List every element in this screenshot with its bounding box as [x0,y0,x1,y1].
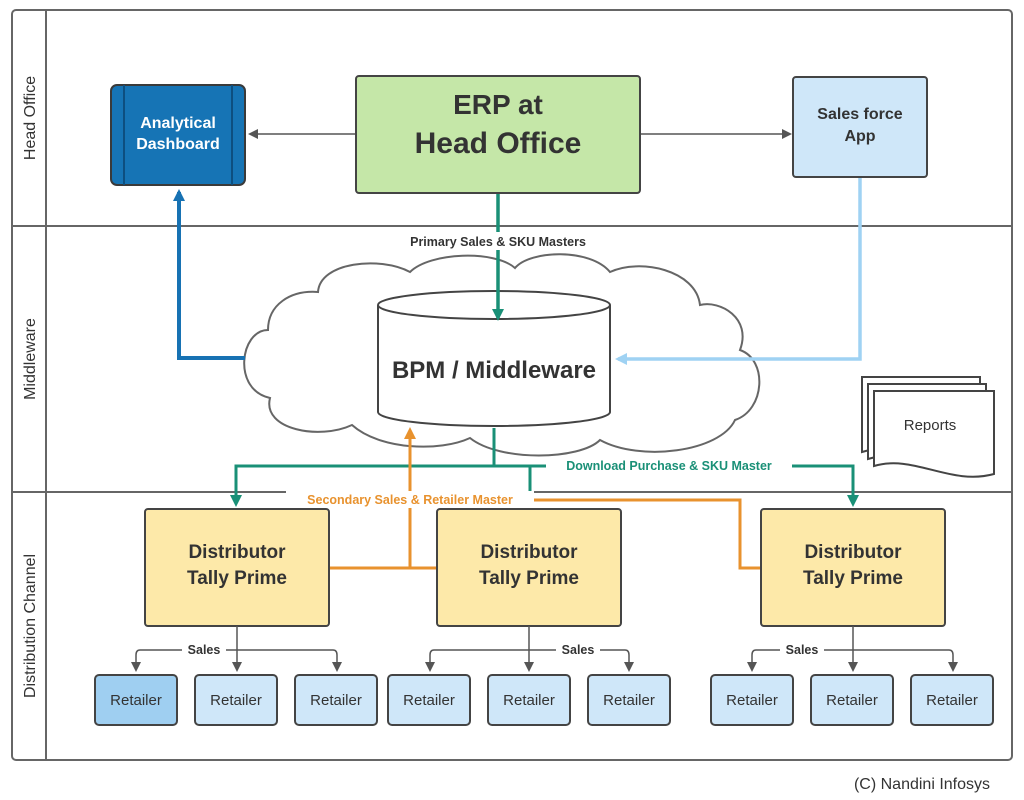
lane-label-middleware: Middleware [22,318,39,400]
retailer-boxes: Retailer Retailer Retailer Retailer Reta… [94,674,994,726]
sales-label-1: Sales [188,643,221,657]
arrows-secondary-sales [329,427,760,570]
arrow-middleware-to-dashboard [173,189,245,360]
distributor-box-1: Distributor Tally Prime [144,508,330,627]
distributor-box-2: Distributor Tally Prime [436,508,622,627]
sales-label-3: Sales [786,643,819,657]
erp-label-line2: Head Office [415,127,582,160]
label-primary-sales: Primary Sales & SKU Masters [410,235,586,249]
retailer-label-4: Retailer [403,692,455,709]
retailer-label-6: Retailer [603,692,655,709]
retailer-label-1: Retailer [110,692,162,709]
distributor-1-label-line1: Distributor [188,542,286,563]
distributor-2-label-line1: Distributor [480,542,578,563]
sales-label-2: Sales [562,643,595,657]
lane-label-head-office: Head Office [22,76,39,160]
distributor-1-label-line2: Tally Prime [187,568,287,589]
retailer-label-2: Retailer [210,692,262,709]
distributor-2-label-line2: Tally Prime [479,568,579,589]
label-download-purchase: Download Purchase & SKU Master [566,459,772,473]
salesforce-label-line1: Sales force [817,106,902,123]
lane-label-distribution-channel: Distribution Channel [22,554,39,698]
retailer-label-8: Retailer [826,692,878,709]
arrow-salesforce-to-bpm [615,178,862,365]
retailer-label-9: Retailer [926,692,978,709]
salesforce-label-line2: App [844,128,875,145]
erp-head-office-box: ERP at Head Office [355,75,641,194]
retailer-label-7: Retailer [726,692,778,709]
distributor-3-label-line2: Tally Prime [803,568,903,589]
distributor-box-3: Distributor Tally Prime [760,508,946,627]
retailer-label-3: Retailer [310,692,362,709]
copyright-footer: (C) Nandini Infosys [854,776,990,793]
reports-document: Reports [861,376,995,478]
label-secondary-sales: Secondary Sales & Retailer Master [307,493,513,507]
salesforce-app-box: Sales force App [792,76,928,178]
retailer-label-5: Retailer [503,692,555,709]
erp-label-line1: ERP at [453,89,543,120]
reports-label: Reports [904,417,957,434]
sales-connectors [131,626,958,672]
distributor-3-label-line1: Distributor [804,542,902,563]
bpm-label: BPM / Middleware [392,357,596,384]
dashboard-label-line2: Dashboard [136,136,220,153]
dashboard-label-line1: Analytical [140,115,216,132]
bpm-middleware-database: BPM / Middleware [377,290,611,427]
analytical-dashboard-box: Analytical Dashboard [110,84,246,186]
